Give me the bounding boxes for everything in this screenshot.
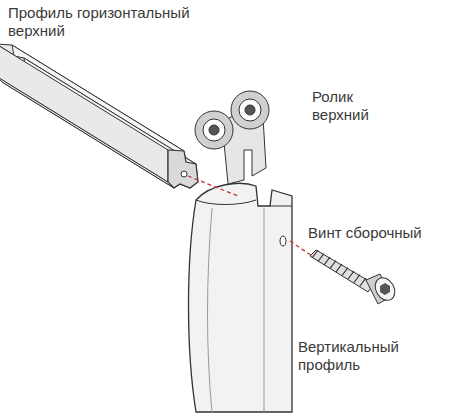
profile-body [189,183,293,412]
vertical-profile [189,183,293,412]
screw-channel [181,171,187,177]
screw-shaft [310,250,374,292]
roller-axle [245,105,255,115]
screw-thread [360,278,366,286]
screw-thread [318,254,324,262]
hex-socket [380,283,390,295]
screw-thread [348,271,354,279]
screw-thread [330,261,336,269]
screw-hole [280,236,286,246]
screw-thread [312,250,318,258]
assembly-axis [188,176,238,196]
assembly-axis [290,241,312,256]
profile-end-face [168,150,198,188]
screw-thread [354,275,360,283]
part-label: Ролик верхний [312,88,382,124]
profile-face [0,44,168,182]
screw-thread [324,257,330,265]
roller-bearing [239,99,261,121]
screw-thread [342,268,348,276]
profile-top-edge [196,200,292,206]
horizontal-profile [0,44,198,188]
roller-axle [209,125,219,135]
assembly-screw [310,250,399,304]
roller-wheel [231,91,269,129]
part-label: Вертикальный профиль [298,338,418,374]
part-label: Профиль горизонтальный верхний [8,4,208,40]
roller-wheel [195,111,233,149]
roller-bearing [203,119,225,141]
screw-head [371,274,399,304]
profile-shading [208,208,213,412]
part-label: Винт сборочный [308,224,458,242]
profile-edge [264,208,265,412]
screw-thread [336,264,342,272]
upper-roller [195,91,269,184]
